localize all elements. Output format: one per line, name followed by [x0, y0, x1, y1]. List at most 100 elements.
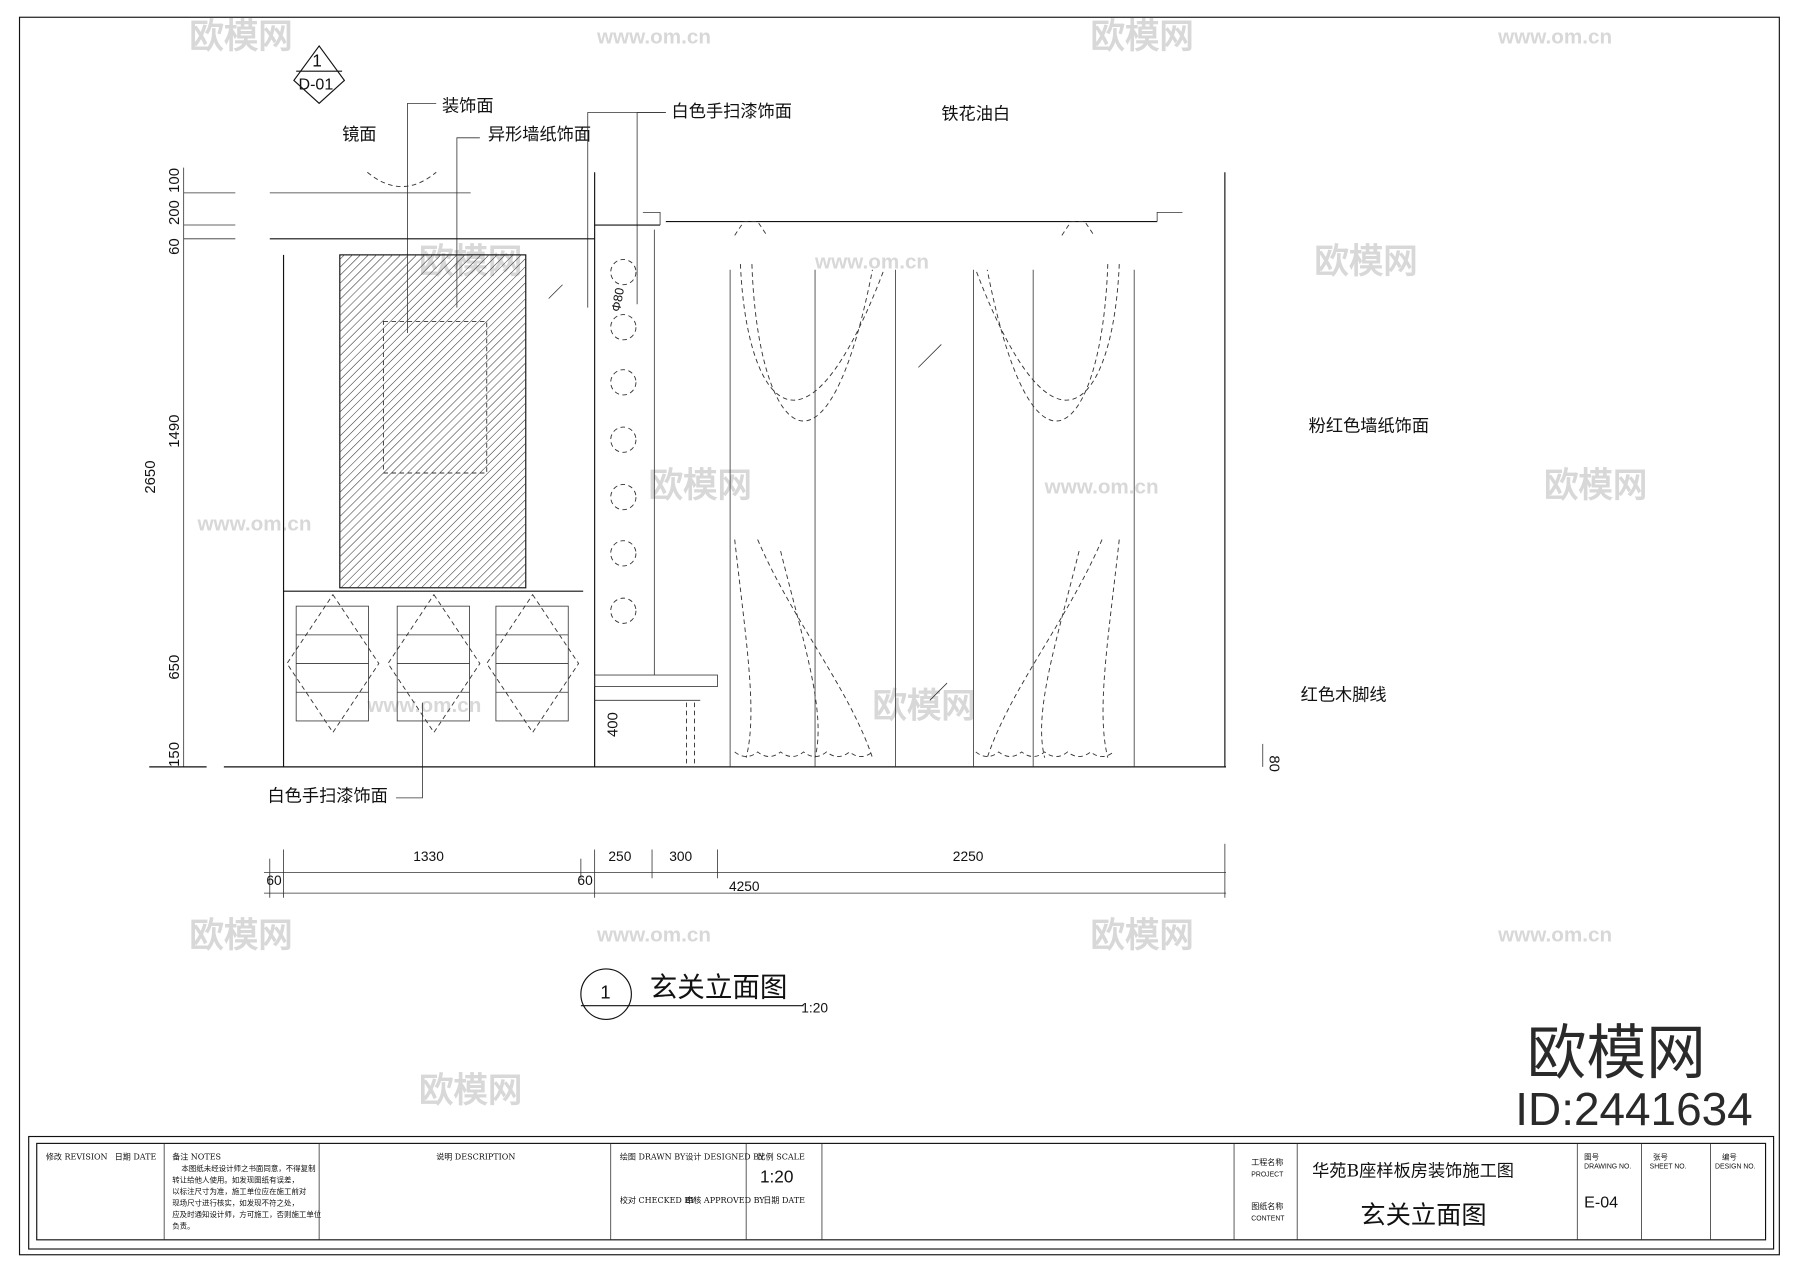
hatch-line — [903, 255, 1236, 588]
hatch-line — [339, 314, 526, 501]
hatch-line — [887, 255, 1220, 588]
svg-text:以标注尺寸为准，施工单位应在施工前对: 以标注尺寸为准，施工单位应在施工前对 — [172, 1186, 307, 1196]
approved-by-label: 审核 APPROVED BY — [685, 1195, 765, 1205]
sheet-no-label-en: SHEET NO. — [1650, 1164, 1687, 1171]
hatch-line — [558, 255, 891, 588]
hatch-line — [542, 255, 875, 588]
hatch-line — [339, 254, 385, 301]
dim-60: 60 — [166, 238, 183, 255]
console-shelf — [594, 674, 718, 687]
hatch-line — [759, 255, 1092, 588]
hatch-line — [339, 265, 526, 453]
hatch-line — [855, 255, 1188, 588]
hatch-line — [339, 254, 361, 276]
hatch-line — [606, 255, 939, 588]
watermark-url: www.om.cn — [1497, 923, 1612, 946]
hatch-line — [356, 418, 526, 588]
hatch-line — [863, 255, 1196, 588]
hatch-line — [339, 254, 466, 381]
label-red-skirting: 红色木脚线 — [1301, 685, 1387, 705]
watermark-brand: 欧模网 — [419, 1072, 522, 1110]
label-shaped-wallpaper: 异形墙纸饰面 — [488, 125, 591, 145]
sheet-no-label: 张号 — [1653, 1152, 1668, 1161]
hatch-line — [847, 255, 1180, 588]
svg-text:本图纸未经设计师之书面同意，不得复制: 本图纸未经设计师之书面同意，不得复制 — [181, 1163, 315, 1173]
hatch-line — [339, 254, 506, 421]
hatch-line — [485, 547, 526, 588]
dim-phi: Φ80 — [609, 287, 627, 313]
hatch-line — [711, 255, 1044, 588]
hatch-line — [339, 254, 490, 405]
hatch-line — [339, 386, 526, 574]
dim-2650: 2650 — [142, 460, 159, 493]
hatch-line — [582, 255, 915, 588]
watermark-url: www.om.cn — [596, 923, 711, 946]
hatch-line — [815, 255, 1148, 588]
hatch-line — [372, 434, 526, 588]
content-label: 图纸名称 — [1251, 1201, 1283, 1211]
svg-text:转让给他人使用。如发现图纸有误差，: 转让给他人使用。如发现图纸有误差， — [172, 1174, 299, 1184]
hatch-line — [339, 254, 442, 357]
hatch-line — [638, 255, 971, 588]
description-label: 说明 DESCRIPTION — [436, 1151, 515, 1161]
watermark-url: www.om.cn — [814, 251, 929, 274]
hatch-line — [469, 531, 526, 588]
label-white-lacquer-bottom: 白色手扫漆饰面 — [267, 786, 387, 806]
hatch-line — [743, 255, 1076, 588]
hatch-line — [339, 254, 401, 317]
svg-text:现场尺寸进行核实，如发现不符之处，: 现场尺寸进行核实，如发现不符之处， — [172, 1197, 299, 1207]
hatch-line — [413, 474, 526, 588]
watermark-url: www.om.cn — [596, 26, 711, 49]
hatch-line — [339, 394, 526, 582]
watermark-layer: 欧模网 www.om.cn 欧模网 www.om.cn 欧模网 www.om.c… — [189, 18, 1647, 1110]
watermark-brand: 欧模网 — [1314, 243, 1417, 281]
design-no-label-en: DESIGN NO. — [1715, 1164, 1756, 1171]
checked-by-label: 校对 CHECKED BY — [620, 1195, 696, 1205]
hatch-line — [396, 458, 526, 588]
hatch-line — [695, 255, 1028, 588]
dim-200: 200 — [166, 200, 183, 225]
hatch-line — [550, 255, 883, 588]
hatch-line — [339, 362, 526, 550]
hatch-line — [339, 370, 526, 558]
scale-value: 1:20 — [760, 1166, 793, 1186]
hatch-line — [339, 322, 526, 509]
label-iron-white: 铁花油白 — [941, 104, 1010, 124]
hatch-line — [339, 338, 526, 526]
curtain-left — [734, 221, 885, 758]
sheet-border — [18, 16, 1780, 1256]
hatch-line — [339, 378, 526, 566]
hatch-line — [751, 255, 1084, 588]
project-label-en: PROJECT — [1251, 1172, 1284, 1179]
id-watermark-brand: 欧模网 — [1527, 1019, 1706, 1086]
hatch-line — [630, 255, 963, 588]
designed-by-label: 设计 DESIGNED BY — [685, 1151, 765, 1161]
title-number: 1 — [600, 982, 610, 1003]
decor-circle — [610, 314, 637, 341]
hatch-line — [339, 298, 526, 485]
hatch-line — [598, 255, 931, 588]
watermark-brand: 欧模网 — [872, 688, 975, 726]
block-date-label: 日期 DATE — [763, 1196, 805, 1205]
dim-300: 300 — [669, 849, 692, 864]
project-label: 工程名称 — [1251, 1157, 1283, 1167]
hatch-line — [767, 255, 1100, 588]
dim-250: 250 — [608, 849, 631, 864]
date-label: 日期 DATE — [115, 1152, 157, 1161]
hatch-line — [339, 254, 377, 293]
id-watermark: 欧模网 ID:2441634 — [1515, 1019, 1752, 1135]
hatch-line — [501, 563, 526, 588]
hatch-line — [453, 515, 526, 588]
hatch-line — [646, 255, 979, 588]
drawing-no-label: 图号 — [1584, 1152, 1599, 1161]
hatch-line — [339, 254, 482, 397]
svg-text:负责。: 负责。 — [172, 1220, 194, 1230]
horizontal-dimensions: 60 1330 60 250 300 2250 4250 — [264, 843, 1227, 898]
dim-60b: 60 — [577, 873, 593, 888]
hatch-line — [364, 426, 526, 588]
hatch-line — [783, 255, 1116, 588]
hatch-line — [871, 255, 1204, 588]
decor-circle — [610, 597, 637, 624]
hatch-line — [791, 255, 1124, 588]
detail-marker: 1 D-01 — [293, 44, 346, 105]
